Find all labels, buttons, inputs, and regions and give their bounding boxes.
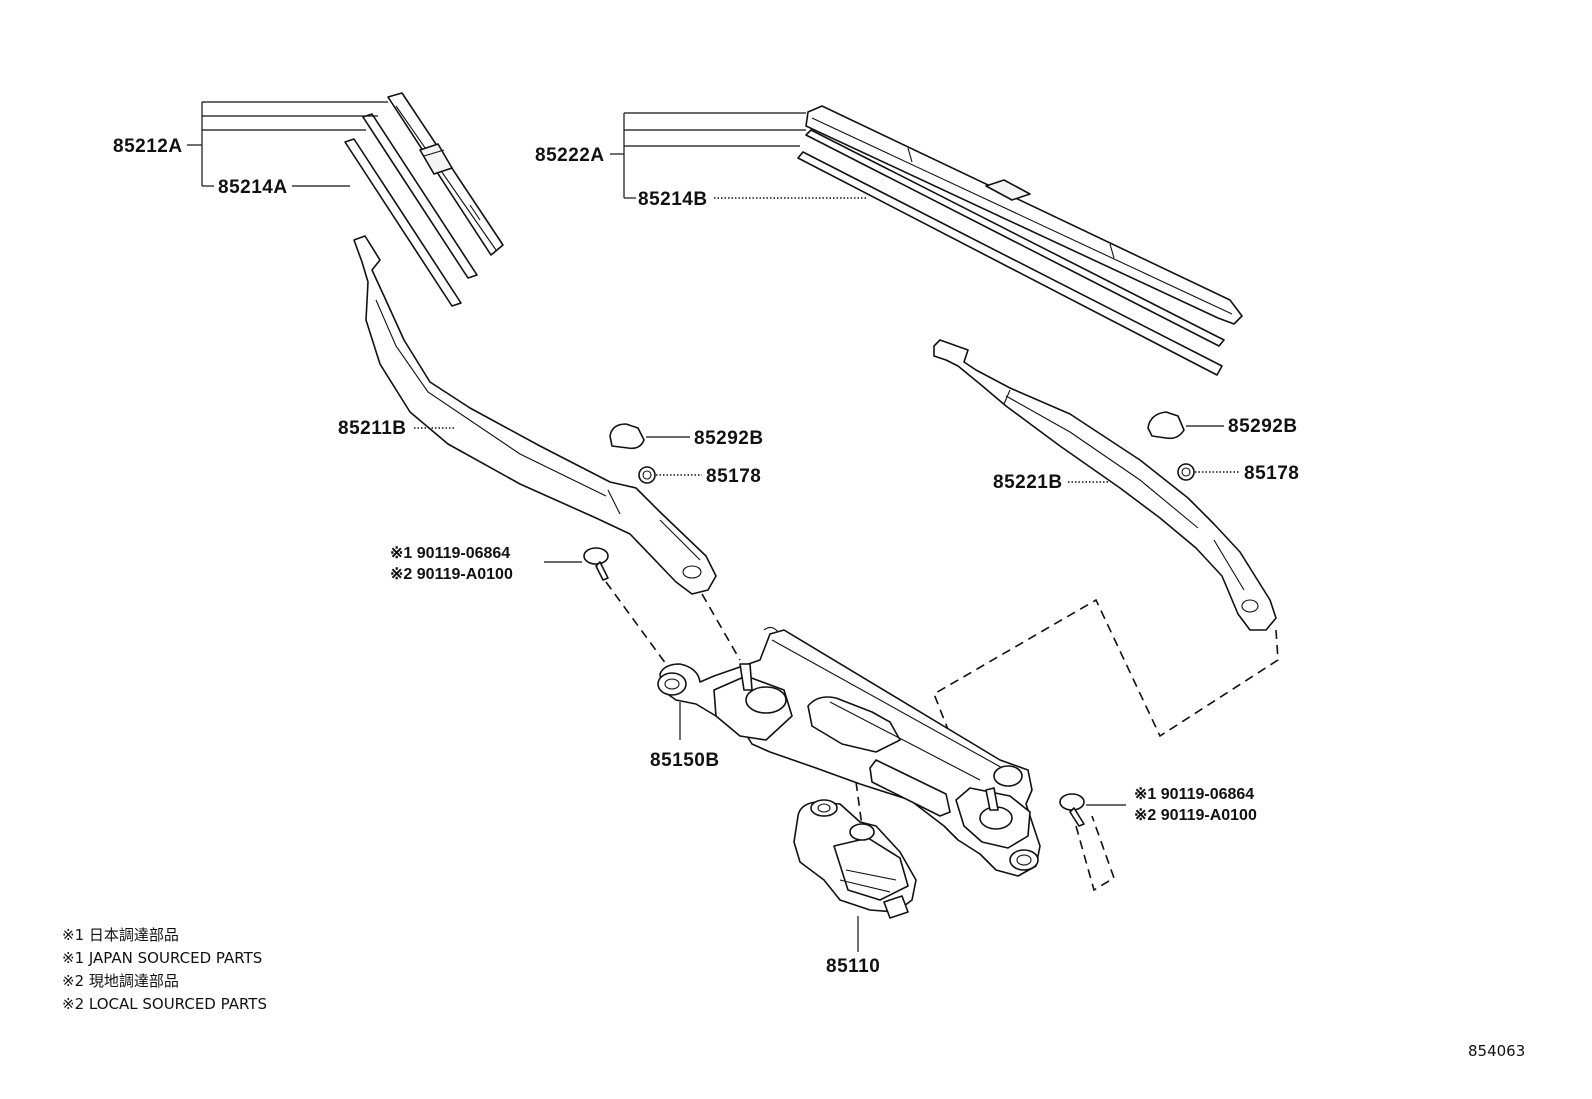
part-label-85292B-right: 85292B (1228, 416, 1298, 437)
right-arm-cap[interactable] (1147, 411, 1185, 440)
part-label-85214B: 85214B (638, 189, 708, 210)
part-label-85292B-left: 85292B (694, 428, 764, 449)
right-bolt[interactable] (1059, 793, 1085, 827)
svg-text:※2 90119-A0100: ※2 90119-A0100 (390, 566, 513, 583)
part-label-85222A: 85222A (535, 145, 605, 166)
bolt-left-mark-2: ※2 (390, 566, 412, 583)
right-bolt-callout: ※1 90119-06864 ※2 90119-A0100 (1086, 786, 1257, 824)
bolt-right-mark-2: ※2 (1134, 807, 1156, 824)
bolt-right-mark-1: ※1 (1134, 786, 1156, 803)
note-2: ※1 JAPAN SOURCED PARTS (62, 949, 262, 967)
note-1: ※1 日本調達部品 (62, 926, 179, 944)
left-wiper-blade[interactable] (387, 92, 504, 256)
bolt-left-pn-1: 90119-06864 (417, 545, 511, 562)
left-arm-nut[interactable] (638, 466, 656, 484)
right-wiper-blade[interactable] (805, 105, 1243, 325)
part-label-85178-right: 85178 (1244, 463, 1299, 484)
note-4: ※2 LOCAL SOURCED PARTS (62, 995, 267, 1013)
part-label-85221B: 85221B (993, 472, 1063, 493)
part-label-85178-left: 85178 (706, 466, 761, 487)
right-arm-nut[interactable] (1177, 463, 1195, 481)
part-label-85150B: 85150B (650, 750, 720, 771)
left-blade-leaders (187, 101, 388, 187)
bolt-left-pn-2: 90119-A0100 (417, 566, 513, 583)
left-bolt-callout: ※1 90119-06864 ※2 90119-A0100 (390, 545, 582, 583)
right-wiper-rubber[interactable] (797, 151, 1223, 376)
right-wiper-arm[interactable] (933, 339, 1277, 631)
svg-text:※2 90119-A0100: ※2 90119-A0100 (1134, 807, 1257, 824)
wiper-motor[interactable] (793, 799, 917, 919)
part-label-85211B: 85211B (338, 418, 407, 439)
figure-code: 854063 (1468, 1042, 1525, 1060)
right-blade-insert[interactable] (805, 129, 1225, 347)
part-label-85214A: 85214A (218, 177, 288, 198)
bolt-left-mark-1: ※1 (390, 545, 412, 562)
right-blade-leaders (610, 112, 868, 199)
left-wiper-rubber[interactable] (344, 138, 462, 307)
part-label-85110: 85110 (826, 956, 880, 977)
left-wiper-arm[interactable] (353, 235, 717, 595)
note-3: ※2 現地調達部品 (62, 972, 179, 990)
bolt-right-pn-1: 90119-06864 (1161, 786, 1255, 803)
wiper-linkage[interactable] (657, 626, 1041, 877)
svg-text:※1 90119-06864: ※1 90119-06864 (1134, 786, 1254, 803)
left-blade-insert[interactable] (362, 113, 478, 279)
left-bolt[interactable] (583, 547, 609, 581)
alignment-dashes (605, 581, 1279, 892)
svg-text:※1 90119-06864: ※1 90119-06864 (390, 545, 510, 562)
left-arm-cap[interactable] (609, 423, 645, 450)
footnotes: ※1 日本調達部品 ※1 JAPAN SOURCED PARTS ※2 現地調達… (62, 926, 267, 1013)
bolt-right-pn-2: 90119-A0100 (1161, 807, 1257, 824)
part-label-85212A: 85212A (113, 136, 183, 157)
